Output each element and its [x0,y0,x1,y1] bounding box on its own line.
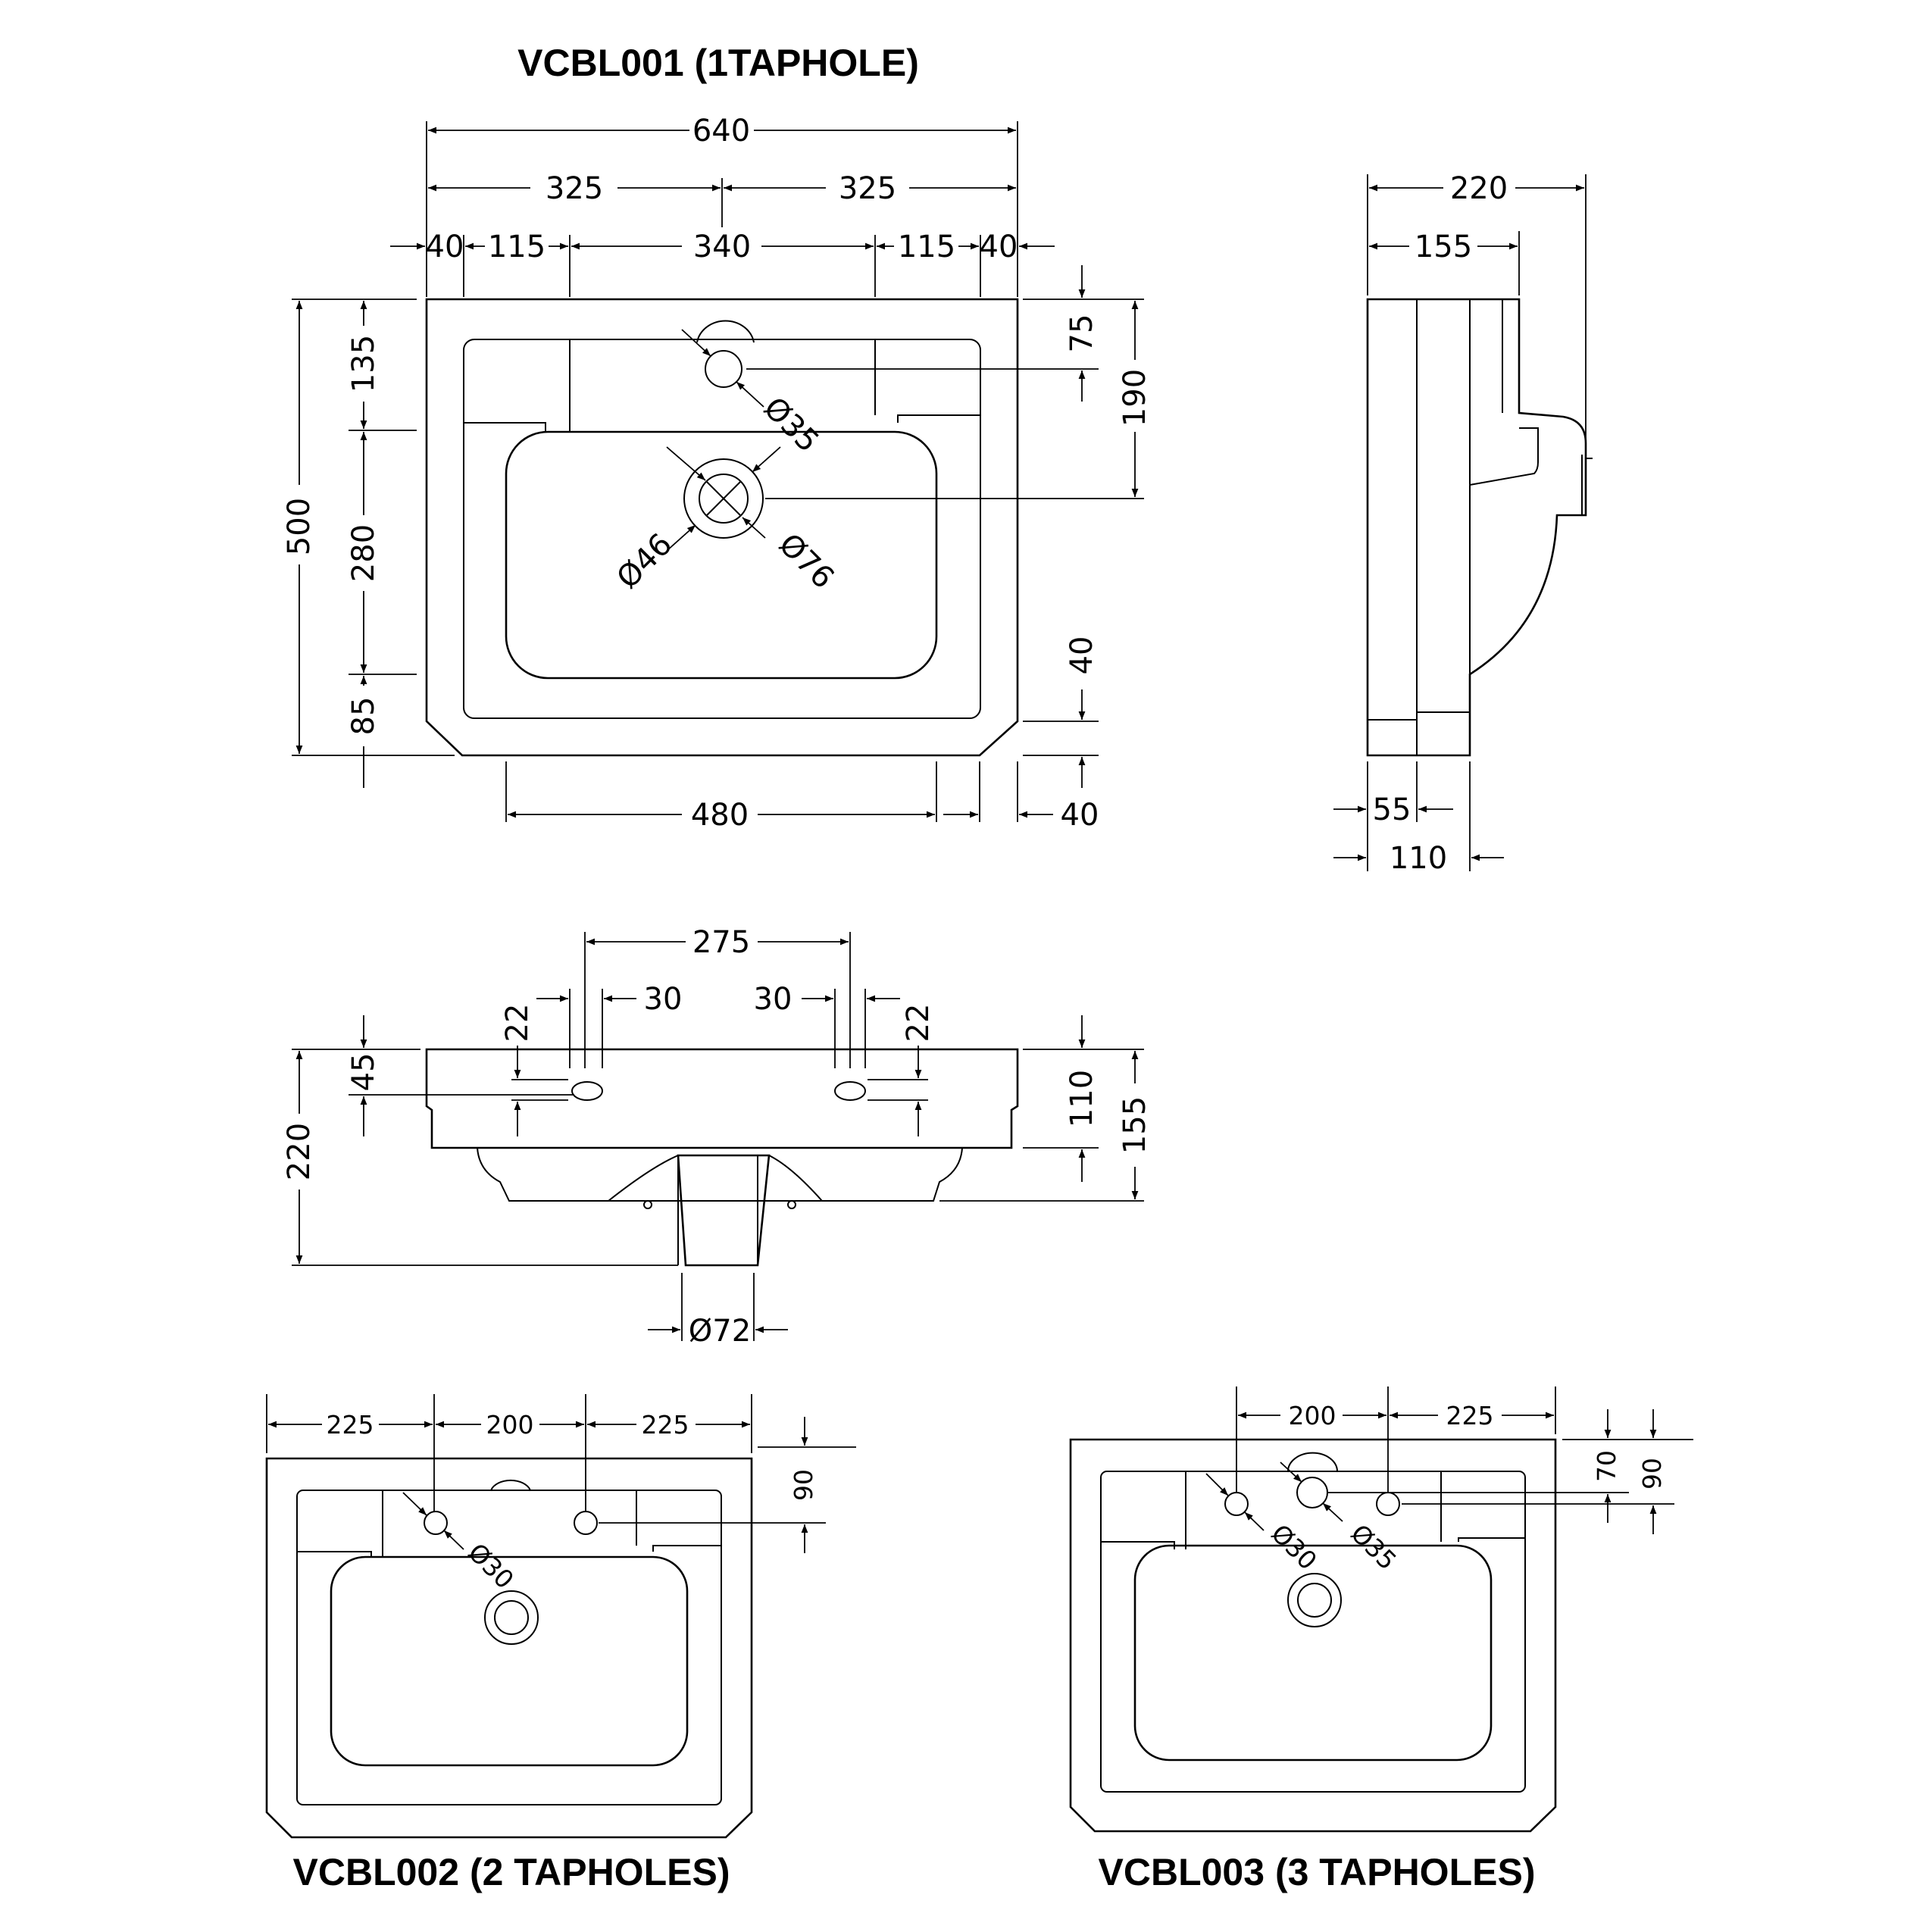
dim-front: 85 [346,697,381,736]
front-view [425,1048,1019,1267]
side-dim-base: 110 [1390,841,1447,876]
plan2-dia: Ø30 [462,1537,520,1595]
front-dim-tap-left: 30 [644,982,683,1017]
dim-back: 135 [346,335,381,392]
dia-waste-outer: Ø76 [772,527,841,596]
plan3-dim-offset-b: 90 [1637,1458,1667,1490]
front-view-dimensions: 275 30 30 22 22 45 220 110 [282,925,1152,1349]
dim-tap-offset: 75 [1064,314,1099,353]
plan3-dimensions: 200 225 70 90 Ø30 Ø35 [1205,1386,1693,1576]
dim-edge-right: 40 [980,230,1018,264]
plan-view-vcbl002 [265,1457,753,1839]
dim-waste-offset: 190 [1118,369,1152,427]
front-dim-body: 155 [1118,1096,1152,1154]
dim-bowl: 280 [346,524,381,582]
plan2-dim-left: 225 [327,1410,374,1440]
dim-bowl-width: 480 [691,798,749,833]
plan3-dim-mid: 200 [1289,1401,1336,1430]
plan3-dim-offset-a: 70 [1592,1450,1621,1482]
front-dim-tap-drop-left: 22 [500,1004,535,1043]
dim-half-right: 325 [839,171,896,206]
dia-waste-inner: Ø46 [610,527,679,596]
title-vcbl003: VCBL003 (3 TAPHOLES) [1099,1851,1536,1893]
plan2-dim-right: 225 [642,1410,689,1440]
side-dim-top: 155 [1415,230,1472,264]
dia-tap: Ø35 [757,390,826,459]
dim-width: 640 [692,114,750,148]
plan3-dia-a: Ø30 [1265,1518,1323,1576]
side-view-dimensions: 220 155 55 110 [1333,171,1587,876]
title-vcbl002: VCBL002 (2 TAPHOLES) [293,1851,730,1893]
dim-seg-right: 115 [898,230,955,264]
dim-front-chamfer: 40 [1064,636,1099,675]
dim-edge-left: 40 [426,230,464,264]
front-dim-waste: Ø72 [689,1314,751,1349]
plan1-dimensions-right: 75 190 40 [746,265,1152,788]
front-dim-deck: 45 [346,1053,381,1092]
dim-bottom-edge: 40 [1061,798,1099,833]
plan3-dia-b: Ø35 [1345,1518,1402,1576]
plan2-dim-mid: 200 [486,1410,534,1440]
plan3-dim-right: 225 [1446,1401,1494,1430]
dim-seg-left: 115 [488,230,546,264]
plan1-diameter-callouts: Ø35 Ø46 Ø76 [610,329,841,596]
side-dim-lip: 55 [1373,792,1411,827]
dim-seg-mid: 340 [693,230,751,264]
plan2-dimensions: 225 200 225 90 Ø30 [266,1394,856,1595]
front-dim-tap-spacing: 275 [692,925,750,960]
plan1-dimensions-top: 640 325 325 40 115 340 115 40 [390,114,1055,297]
side-dim-total: 220 [1450,171,1508,206]
plan1-dimensions-left: 500 135 280 85 [282,299,455,788]
plan1-dimensions-bottom: 480 40 [505,761,1099,833]
plan2-dim-offset: 90 [789,1469,818,1501]
front-dim-tap-right: 30 [754,982,792,1017]
dim-half-left: 325 [546,171,603,206]
front-dim-tap-drop-right: 22 [901,1004,936,1043]
dim-depth: 500 [282,498,317,555]
front-dim-overall-height: 220 [282,1123,317,1180]
title-vcbl001: VCBL001 (1TAPHOLE) [517,42,919,84]
plan-view-vcbl001 [425,298,1019,757]
plan-view-vcbl003 [1069,1438,1557,1833]
side-view [1366,298,1593,757]
front-dim-rim: 110 [1064,1070,1099,1127]
